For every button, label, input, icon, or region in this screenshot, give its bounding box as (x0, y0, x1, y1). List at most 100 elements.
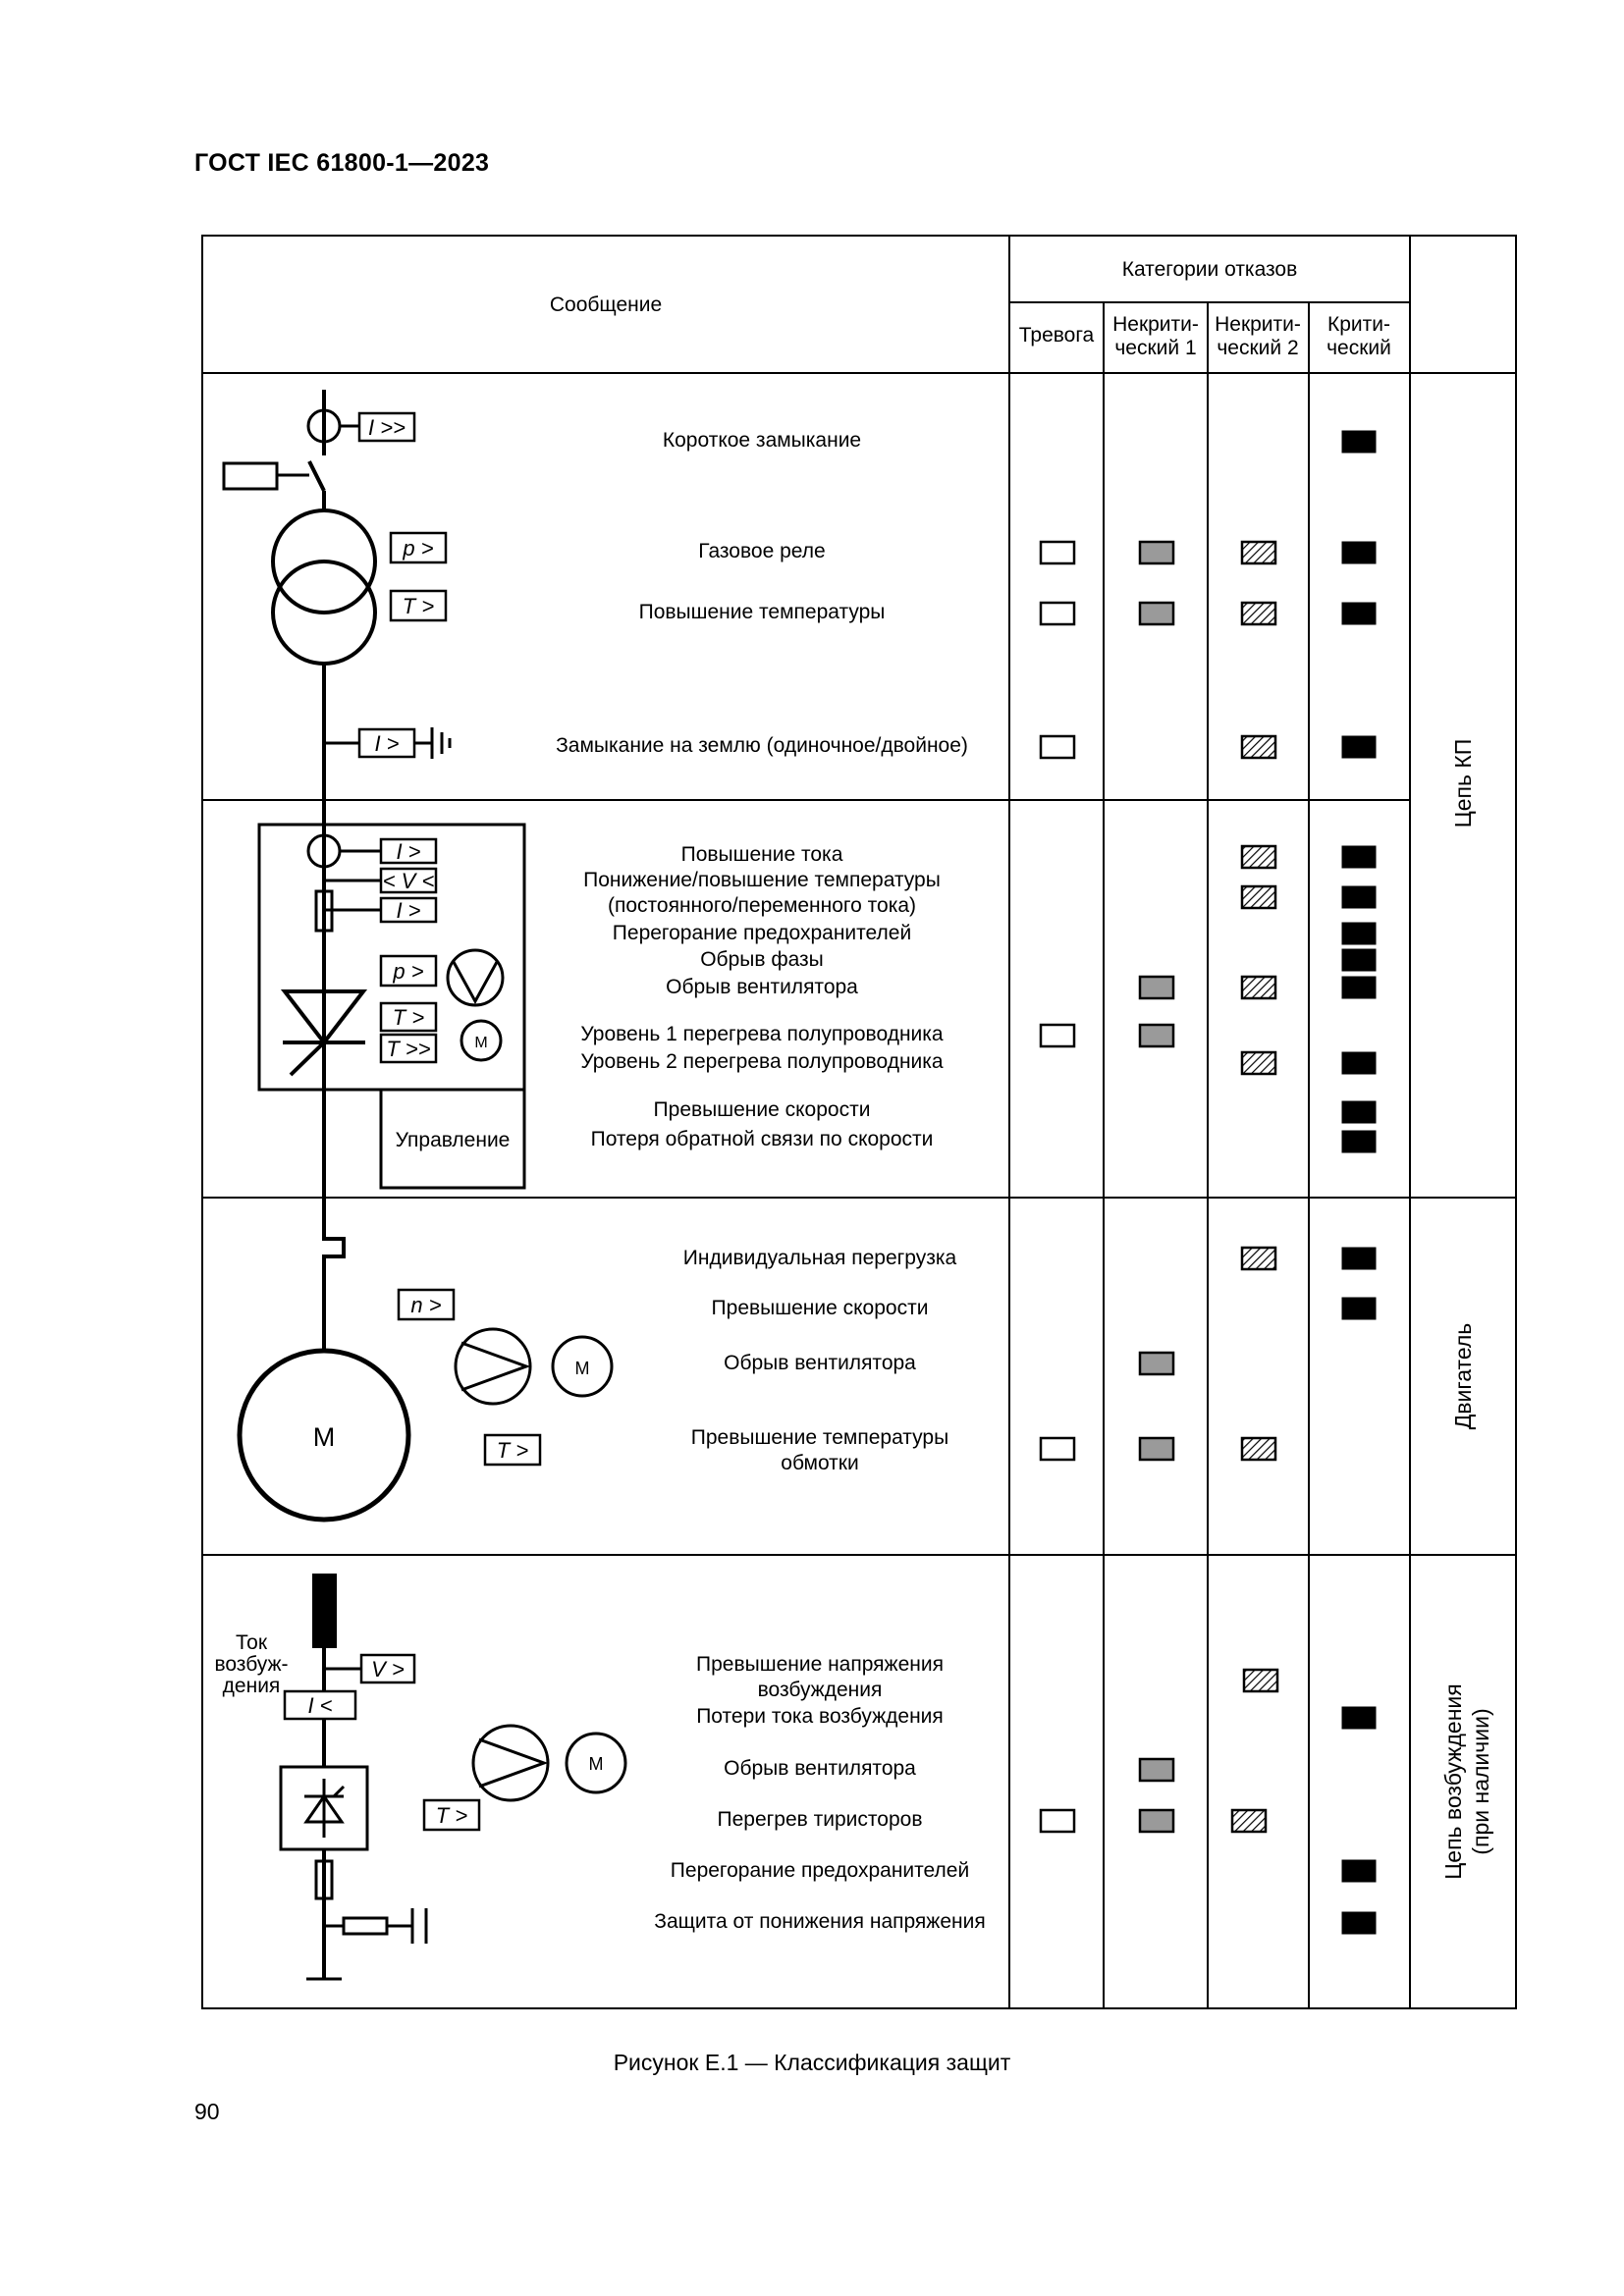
figure-caption: Рисунок Е.1 — Классификация защит (613, 2050, 1011, 2075)
marker-critical (1341, 1100, 1377, 1124)
marker-noncrit2 (1240, 1246, 1277, 1271)
transformer-primary-winding (271, 508, 377, 614)
marker-critical (1341, 1859, 1377, 1883)
excitation-current-label-line1: Ток (236, 1631, 268, 1654)
relay-conv-voltage: < V < (379, 867, 438, 894)
relay-earth: I > (357, 727, 416, 759)
relay-temp-tr: T > (389, 589, 448, 622)
message-row: Понижение/повышение температуры (583, 869, 941, 891)
relay-exc-voltage: V > (359, 1653, 416, 1684)
svg-text:n >: n > (410, 1293, 441, 1317)
message-row: Замыкание на землю (одиночное/двойное) (556, 734, 968, 757)
message-row: Превышение напряжения (696, 1653, 944, 1676)
relay-conv-current: I > (379, 837, 438, 865)
message-row: Короткое замыкание (663, 429, 861, 452)
message-row: Обрыв вентилятора (724, 1757, 916, 1780)
svg-text:I >: I > (396, 839, 420, 864)
svg-text:p >: p > (392, 959, 423, 984)
marker-alarm (1039, 1808, 1076, 1834)
marker-critical (1341, 735, 1377, 759)
marker-critical (1341, 1130, 1377, 1153)
relay-labels: I >>p >T >I >I >< V <I >p >T >T >>n >T >… (283, 411, 542, 1832)
relay-motor-speed: n > (397, 1288, 456, 1321)
fan-motor-symbol (460, 1019, 503, 1062)
schematic (222, 390, 627, 1981)
message-row: возбуждения (758, 1679, 883, 1701)
marker-noncrit2 (1240, 1436, 1277, 1462)
marker-critical (1341, 1247, 1377, 1270)
excitation-current-label-line3: дения (223, 1675, 281, 1697)
page-header: ГОСТ IEC 61800-1—2023 (194, 149, 490, 177)
svg-text:T >>: T >> (386, 1037, 430, 1061)
motor-fan-motor-label: M (575, 1359, 590, 1378)
message-row: Газовое реле (698, 540, 825, 562)
message-row: Обрыв фазы (700, 948, 824, 971)
excitation-fan-motor-symbol (565, 1732, 627, 1794)
marker-noncrit1 (1138, 540, 1175, 565)
marker-noncrit2 (1240, 884, 1277, 910)
excitation-bar (312, 1574, 337, 1648)
svg-text:T >: T > (393, 1005, 425, 1030)
motor-label: M (313, 1422, 336, 1452)
marker-noncrit2 (1240, 734, 1277, 760)
marker-critical (1341, 541, 1377, 564)
svg-text:T >: T > (403, 594, 435, 618)
marker-noncrit1 (1138, 1436, 1175, 1462)
motor-fan-motor-symbol (551, 1335, 614, 1398)
message-row: Превышение температуры (691, 1426, 948, 1449)
col-message-header: Сообщение (550, 294, 662, 316)
marker-critical (1341, 1911, 1377, 1935)
marker-critical (1341, 976, 1377, 999)
control-label: Управление (396, 1129, 511, 1151)
message-row: Обрыв вентилятора (666, 976, 858, 998)
category-header-noncrit1: ческий 1 (1114, 337, 1196, 359)
excitation-fan-motor-label: M (589, 1754, 604, 1774)
relay-conv-pressure: p > (379, 954, 438, 988)
message-row: Превышение скорости (654, 1098, 871, 1121)
page-number: 90 (194, 2099, 220, 2124)
motor-symbol (237, 1348, 411, 1522)
marker-noncrit2 (1240, 975, 1277, 1000)
marker-noncrit1 (1138, 1757, 1175, 1783)
table-grid (201, 235, 1517, 2009)
section-label-converter: Цепь КП (1450, 739, 1476, 828)
marker-critical (1341, 602, 1377, 625)
svg-text:I >>: I >> (368, 415, 406, 440)
svg-text:V >: V > (371, 1657, 405, 1682)
relay-conv-temp2: T >> (379, 1033, 438, 1064)
message-row: Превышение скорости (712, 1297, 929, 1319)
message-row: Перегорание предохранителей (671, 1859, 969, 1882)
marker-critical (1341, 922, 1377, 945)
message-row: Потеря обратной связи по скорости (591, 1128, 934, 1150)
section-label-excitation-line2: (при наличии) (1468, 1708, 1493, 1854)
transformer-secondary-winding (271, 560, 377, 666)
marker-critical (1341, 948, 1377, 972)
marker-noncrit2 (1240, 844, 1277, 870)
marker-noncrit1 (1138, 1351, 1175, 1376)
svg-text:< V <: < V < (383, 869, 435, 893)
bus-offset-step (322, 1196, 346, 1351)
category-header-alarm: Тревога (1019, 324, 1095, 347)
marker-noncrit1 (1138, 601, 1175, 626)
message-row: Уровень 2 перегрева полупроводника (580, 1050, 944, 1073)
marker-critical (1341, 1706, 1377, 1730)
message-row: Повышение тока (681, 843, 843, 866)
marker-critical (1341, 885, 1377, 909)
control-box (379, 1088, 526, 1190)
message-row: Уровень 1 перегрева полупроводника (580, 1023, 944, 1045)
excitation-current-label-line2: возбуж- (214, 1653, 288, 1676)
svg-text:I <: I < (307, 1693, 332, 1718)
marker-critical (1341, 430, 1377, 454)
category-header-noncrit2: ческий 2 (1217, 337, 1298, 359)
pump-symbol (446, 948, 505, 1007)
relay-conv-temp1: T > (379, 1001, 438, 1033)
message-row: Защита от понижения напряжения (654, 1910, 985, 1933)
fault-category-markers (1039, 430, 1377, 1935)
svg-text:T >: T > (436, 1803, 468, 1828)
svg-text:p >: p > (402, 536, 433, 561)
converter-fan-motor-label: M (474, 1035, 487, 1051)
relay-exc-current: I < (283, 1689, 357, 1721)
